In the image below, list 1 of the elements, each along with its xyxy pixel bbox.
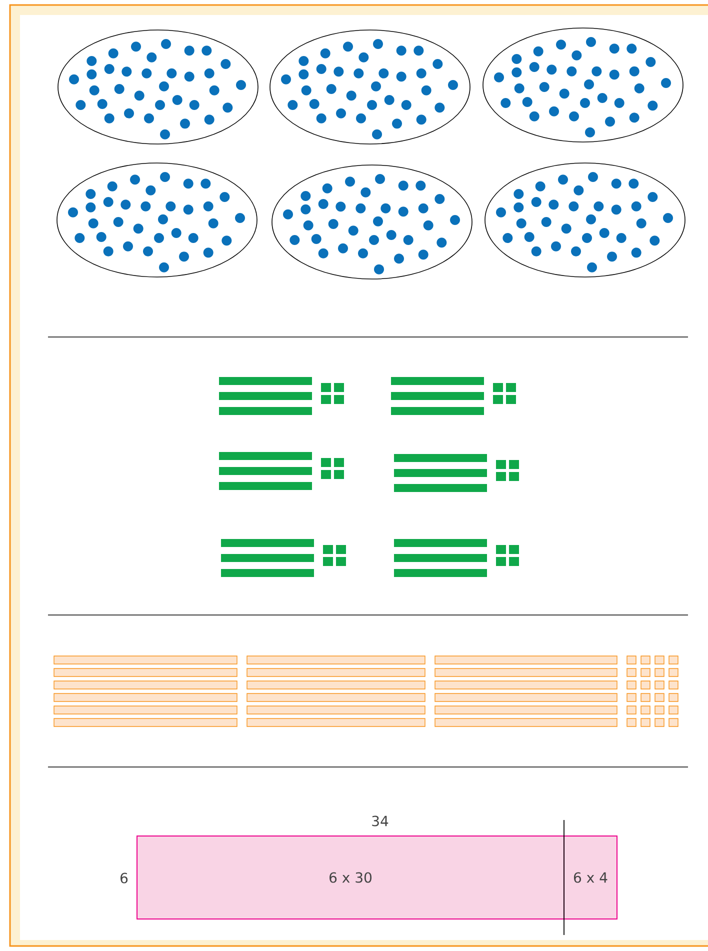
area-box: 6 x 4 bbox=[564, 836, 618, 920]
